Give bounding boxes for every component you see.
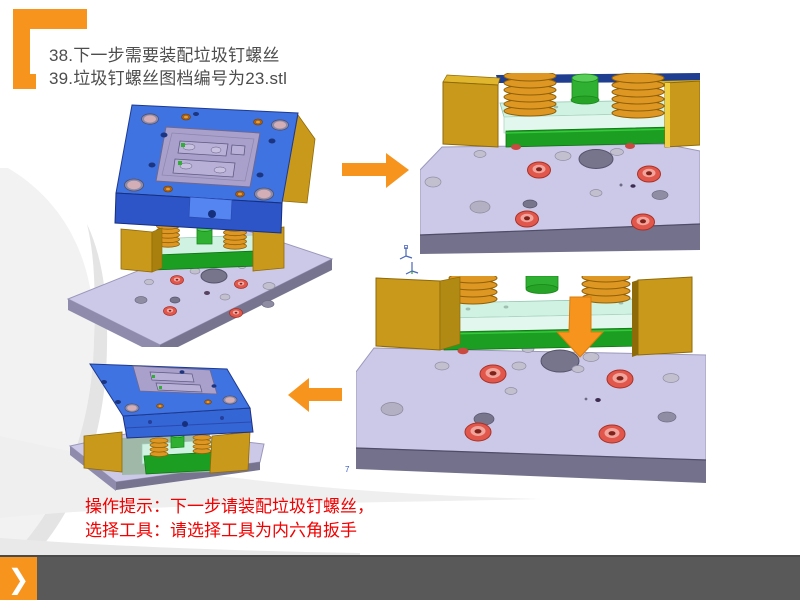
- ejector-section: [441, 276, 645, 355]
- guide-pillar-left: [375, 276, 461, 351]
- step-text: 38.下一步需要装配垃圾钉螺丝 39.垃圾钉螺丝图档编号为23.stl: [49, 44, 287, 90]
- axis-digit-label: 7: [345, 465, 350, 474]
- center-post: [196, 226, 213, 245]
- origin-triad-icon: [399, 245, 413, 260]
- spring-right: [611, 73, 665, 119]
- center-post: [525, 276, 559, 294]
- cad-view-zoom-base-arrow: [356, 276, 706, 488]
- top-plate: [114, 104, 316, 234]
- top-plate-holes: [124, 112, 289, 201]
- ejector-section: [83, 431, 251, 475]
- side-cap-right: [209, 431, 251, 474]
- trash-pin-screws: [464, 364, 634, 444]
- base-plate: [420, 143, 700, 254]
- origin-triad-icon: [405, 262, 419, 275]
- guide-pillar-right: [632, 276, 693, 357]
- guide-pillar-right: [252, 226, 285, 272]
- chevron-icon: ❯: [7, 562, 30, 595]
- base-plate: [356, 345, 706, 483]
- note-line-1: 操作提示：下一步请装配垃圾钉螺丝，: [85, 497, 374, 516]
- footer-bar: ❯: [0, 555, 800, 600]
- spring-left: [149, 437, 169, 457]
- spring-left: [503, 73, 557, 117]
- ejector-section: [499, 73, 675, 150]
- step-line-2: 39.垃圾钉螺丝图档编号为23.stl: [49, 69, 288, 88]
- note-text: 操作提示：下一步请装配垃圾钉螺丝， 选择工具：请选择工具为内六角扳手: [85, 495, 374, 543]
- cavity-insert: [155, 126, 261, 188]
- guide-pillar-right: [664, 80, 700, 148]
- cad-view-full-assembly: [64, 93, 336, 347]
- arrow-right-icon: [342, 153, 409, 188]
- arrow-down-icon: [555, 296, 605, 358]
- trash-pin-screws: [515, 161, 661, 231]
- step-line-1: 38.下一步需要装配垃圾钉螺丝: [49, 46, 280, 65]
- guide-pillar-left: [442, 74, 501, 148]
- footer-next-button[interactable]: ❯: [0, 557, 37, 600]
- center-post: [570, 73, 600, 105]
- cad-view-assembled-small: [64, 358, 282, 498]
- arrow-left-icon: [288, 378, 342, 412]
- top-plate: [89, 363, 254, 439]
- trash-pin-screws: [163, 275, 248, 318]
- cavity-insert: [132, 365, 218, 395]
- cad-view-zoom-base-top: [420, 73, 700, 254]
- side-cap-left: [83, 431, 123, 473]
- guide-pillar-left: [120, 227, 163, 273]
- top-plate-holes: [101, 370, 238, 413]
- note-line-2: 选择工具：请选择工具为内六角扳手: [85, 521, 357, 540]
- corner-bracket-decoration: [13, 9, 87, 89]
- spring-right: [192, 434, 212, 454]
